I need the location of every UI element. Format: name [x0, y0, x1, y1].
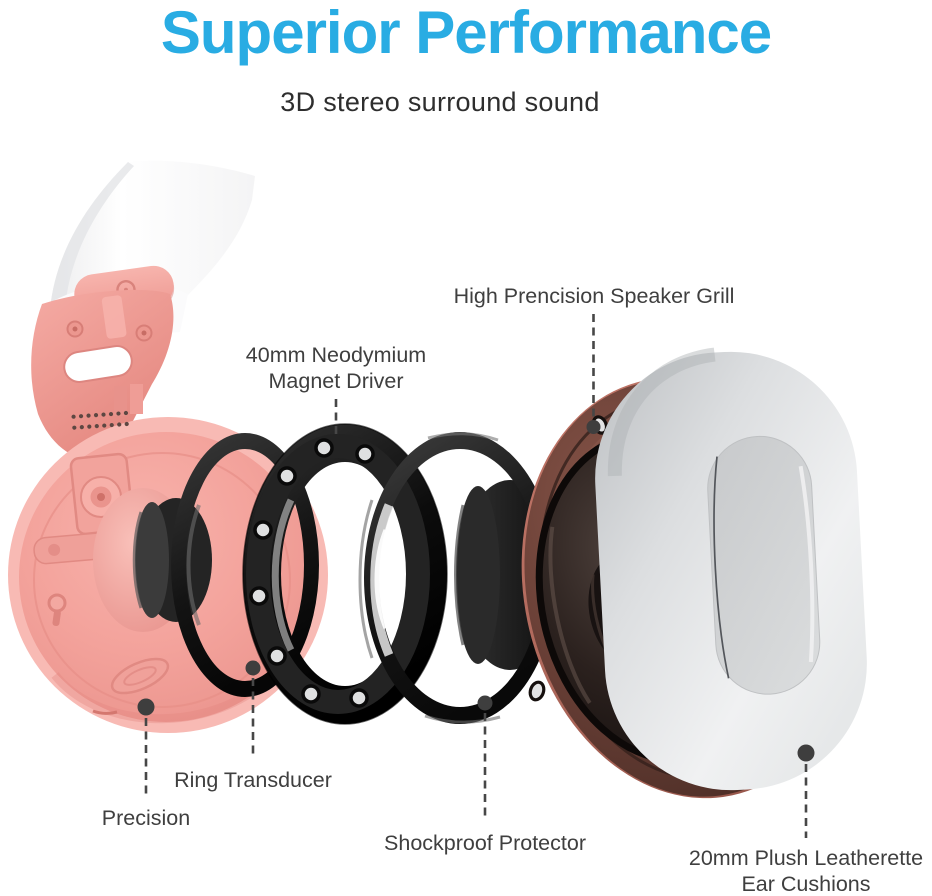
speaker-grill-ring — [358, 432, 556, 724]
cup-notch — [114, 386, 127, 416]
keyhole — [47, 593, 67, 627]
callout-dot-speaker-grill — [586, 420, 601, 434]
page-subtitle: 3D stereo surround sound — [280, 87, 600, 117]
cup-slit — [92, 709, 118, 715]
callout-label-text: Precision — [101, 806, 191, 830]
ear-cushion — [595, 347, 867, 791]
ring-transducer-part — [171, 433, 319, 697]
callout-label-precision: Precision — [102, 805, 190, 831]
callout-label-text: 40mm Neodymium — [245, 343, 427, 367]
callout-label-speaker-grill: High Prencision Speaker Grill — [454, 283, 735, 309]
yoke-slot — [63, 345, 133, 383]
yoke — [31, 289, 174, 461]
callout-label-ear-cushions: 20mm Plush Leatherette Ear Cushions — [689, 845, 923, 896]
cup-notch — [130, 384, 143, 414]
headband-edge-shade — [50, 162, 134, 310]
cushion-hole — [707, 435, 821, 695]
callout-label-text: Shockproof Protector — [384, 831, 586, 855]
cushion-seam — [713, 456, 730, 679]
oval-indent — [110, 657, 170, 695]
callout-label-shockproof: Shockproof Protector — [384, 830, 586, 856]
magnet-driver-ring — [242, 423, 448, 725]
callout-label-text: 20mm Plush Leatherette — [688, 846, 924, 870]
callout-dot-ear-cushions — [797, 744, 815, 762]
callout-label-text: Magnet Driver — [268, 369, 404, 393]
callout-dot-shockproof — [477, 695, 493, 711]
callout-label-ring-transducer: Ring Transducer — [174, 767, 332, 793]
flange-screw-holes — [249, 438, 375, 708]
callout-label-magnet-driver: 40mm Neodymium Magnet Driver — [246, 342, 426, 394]
callout-dot-precision — [137, 698, 155, 716]
callout-dot-ring-transducer — [245, 660, 261, 676]
mounting-hole — [528, 680, 546, 702]
callout-label-text: Ear Cushions — [741, 872, 871, 896]
callout-label-text: High Prencision Speaker Grill — [453, 284, 735, 308]
vent-holes — [71, 410, 129, 430]
page-title: Superior Performance — [160, 0, 772, 66]
callout-label-text: Ring Transducer — [174, 768, 332, 792]
